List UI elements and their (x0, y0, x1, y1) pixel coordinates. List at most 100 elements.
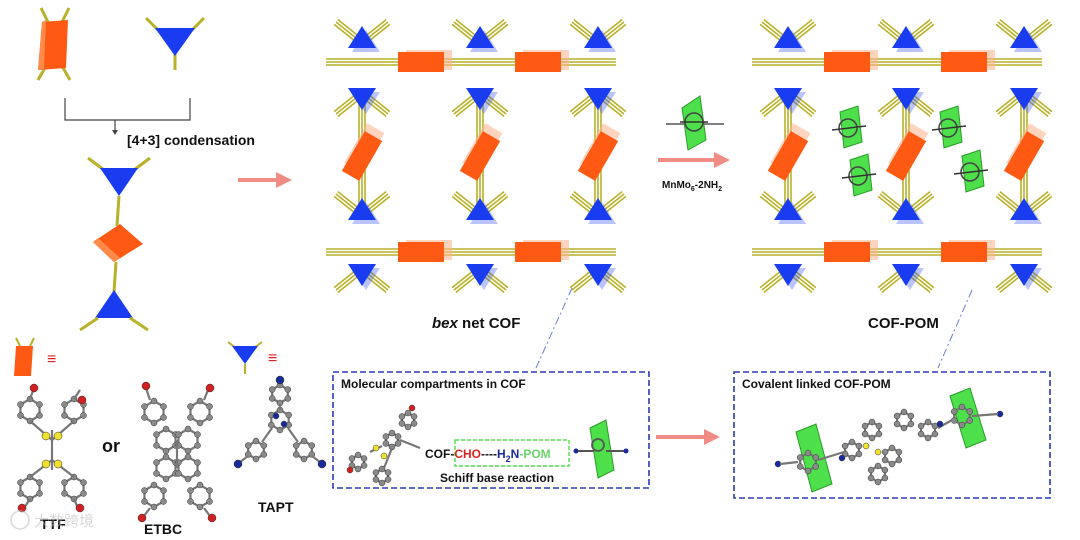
linker-bond (455, 19, 477, 37)
pom-ring (938, 118, 958, 138)
atom (17, 479, 24, 486)
atom (141, 414, 148, 421)
atom (77, 395, 87, 405)
atom (408, 404, 416, 412)
building-block-triangle (144, 16, 206, 70)
linker-bond (337, 99, 359, 117)
atom (252, 437, 260, 445)
linker-bond (603, 21, 625, 39)
atom (184, 453, 192, 461)
atom (907, 412, 915, 420)
rectangle-node-face (398, 52, 444, 72)
atom (881, 466, 889, 474)
linker-bond (877, 271, 899, 289)
linker-bond (335, 97, 357, 115)
atom (861, 422, 869, 430)
arrow-to-cof (238, 172, 292, 188)
atom (382, 433, 390, 440)
atom (867, 466, 875, 474)
linker-bond (483, 191, 505, 209)
atom (196, 481, 204, 489)
linker-bond (761, 97, 783, 115)
atom (175, 431, 182, 438)
linker-bond (879, 193, 901, 211)
atom (268, 395, 276, 402)
bond (203, 507, 211, 517)
linker-bond (573, 19, 595, 37)
linker-bond (369, 23, 391, 41)
atom (292, 442, 300, 449)
atom (861, 430, 869, 438)
atom (895, 448, 903, 456)
leader-line-right (937, 289, 973, 369)
atom (153, 431, 160, 438)
atom (300, 455, 308, 463)
linker-bond (1029, 273, 1051, 291)
atom (950, 408, 958, 415)
linker-bond (995, 23, 1017, 41)
bond (817, 450, 845, 462)
compartments-box: Molecular compartments in COF COF-CHO---… (332, 371, 650, 489)
atom (862, 442, 870, 450)
linker-bond (333, 95, 355, 113)
linker-bond (1031, 195, 1053, 213)
rectangle-node-face (941, 242, 987, 262)
atom (61, 401, 68, 408)
atom (354, 451, 362, 459)
atom (855, 442, 863, 450)
linker-bond (487, 271, 509, 289)
atom (160, 498, 167, 505)
atom (41, 431, 51, 441)
atom (875, 430, 883, 438)
linker-bond (487, 23, 509, 41)
cof-pom-label: COF-POM (868, 315, 939, 332)
atom (160, 414, 167, 421)
atom (900, 408, 908, 416)
atom (206, 414, 213, 421)
atom (796, 454, 804, 461)
atom (187, 498, 194, 505)
rectangle-node-face (515, 52, 561, 72)
rectangle-node (885, 123, 929, 181)
atom (812, 454, 820, 461)
atom (275, 375, 285, 385)
linker-bond (995, 95, 1017, 113)
rectangle-node (515, 50, 569, 72)
atom (317, 459, 327, 469)
triangle-node (348, 198, 376, 220)
linker-bond (1027, 99, 1049, 117)
linker-bond (997, 193, 1019, 211)
atom (936, 420, 944, 428)
atom (804, 449, 812, 457)
atom (384, 476, 392, 483)
linker-bond (333, 195, 355, 213)
triangle-node (466, 26, 494, 48)
atom (61, 412, 68, 419)
atom (410, 420, 418, 427)
atom (184, 425, 192, 433)
linker-bond (365, 19, 387, 37)
atom (272, 412, 280, 420)
pom-ring (848, 166, 868, 186)
watermark: 大数跨境 (10, 510, 94, 530)
building-block-rectangle (36, 7, 72, 81)
schiff-base-label: Schiff base reaction (440, 471, 554, 485)
triangle-node (774, 26, 802, 48)
atom (268, 421, 275, 429)
linker-bond (763, 99, 785, 117)
linker-bond (879, 21, 901, 39)
linker-bond (877, 195, 899, 213)
triangle-node (348, 264, 376, 286)
linker-bond (877, 95, 899, 113)
rectangle-node (398, 50, 452, 72)
atom (17, 503, 27, 513)
linker-bond (365, 275, 387, 293)
linker-bond (879, 273, 901, 291)
atom (206, 403, 213, 410)
atom (360, 462, 368, 469)
atom (36, 412, 43, 419)
linker-bond (601, 275, 623, 293)
pom-linker (931, 125, 967, 131)
triangle-node (774, 88, 802, 110)
ttf-symbol (14, 337, 35, 376)
